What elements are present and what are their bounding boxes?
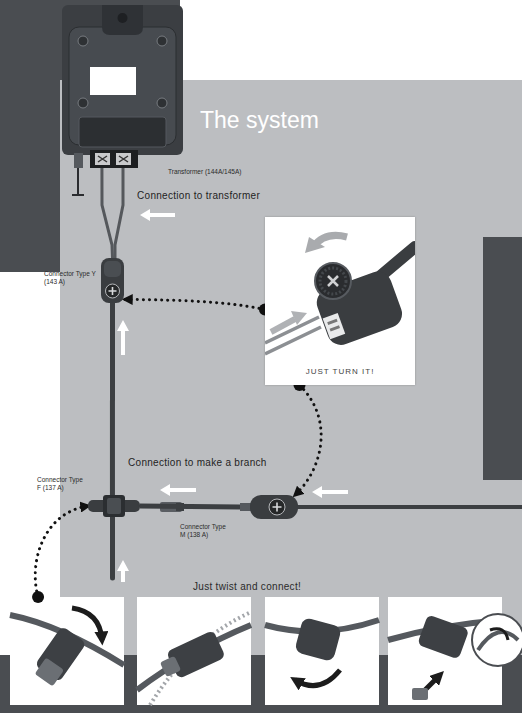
connector-y-shape [100, 258, 125, 303]
node-label: Connector Type Y (143 A) [44, 270, 96, 286]
node-label: Just twist and connect! [193, 581, 301, 592]
connector-line [35, 506, 88, 597]
connector-y: Connector Type Y (143 A) [100, 258, 125, 303]
connector-line [295, 385, 321, 495]
node-label: Transformer (144A/145A) [168, 168, 241, 175]
transformer-shape [62, 5, 183, 168]
connector-f: Connector Type F (137 A) [88, 495, 140, 517]
connector-m-shape [240, 495, 298, 519]
connector-line [140, 506, 240, 507]
connector [140, 506, 240, 507]
connector-label: Connection to make a branch [128, 457, 267, 468]
turn-inset: JUST TURN IT! [265, 217, 415, 385]
connector [125, 299, 271, 315]
node-label: Connector Type M (138 A) [180, 523, 230, 539]
connector-line [102, 168, 113, 258]
turn-inset-shape [265, 217, 415, 385]
connector-label: Connection to transformer [137, 190, 260, 201]
connector [294, 379, 322, 495]
connector [112, 303, 113, 495]
connector-line [125, 299, 265, 309]
connector-f-shape [88, 495, 140, 517]
connector-m: Connector Type M (138 A) [240, 495, 298, 519]
transformer: Transformer (144A/145A) [62, 5, 183, 168]
connector [32, 506, 88, 603]
connector [102, 168, 113, 258]
diagram-title: The system [200, 107, 319, 134]
callout-dot [32, 591, 44, 603]
connector-line [110, 303, 115, 495]
node-label: Connector Type F (137 A) [37, 476, 85, 492]
twist-panel-band: Just twist and connect! [10, 597, 502, 705]
node-label: JUST TURN IT! [265, 367, 415, 376]
